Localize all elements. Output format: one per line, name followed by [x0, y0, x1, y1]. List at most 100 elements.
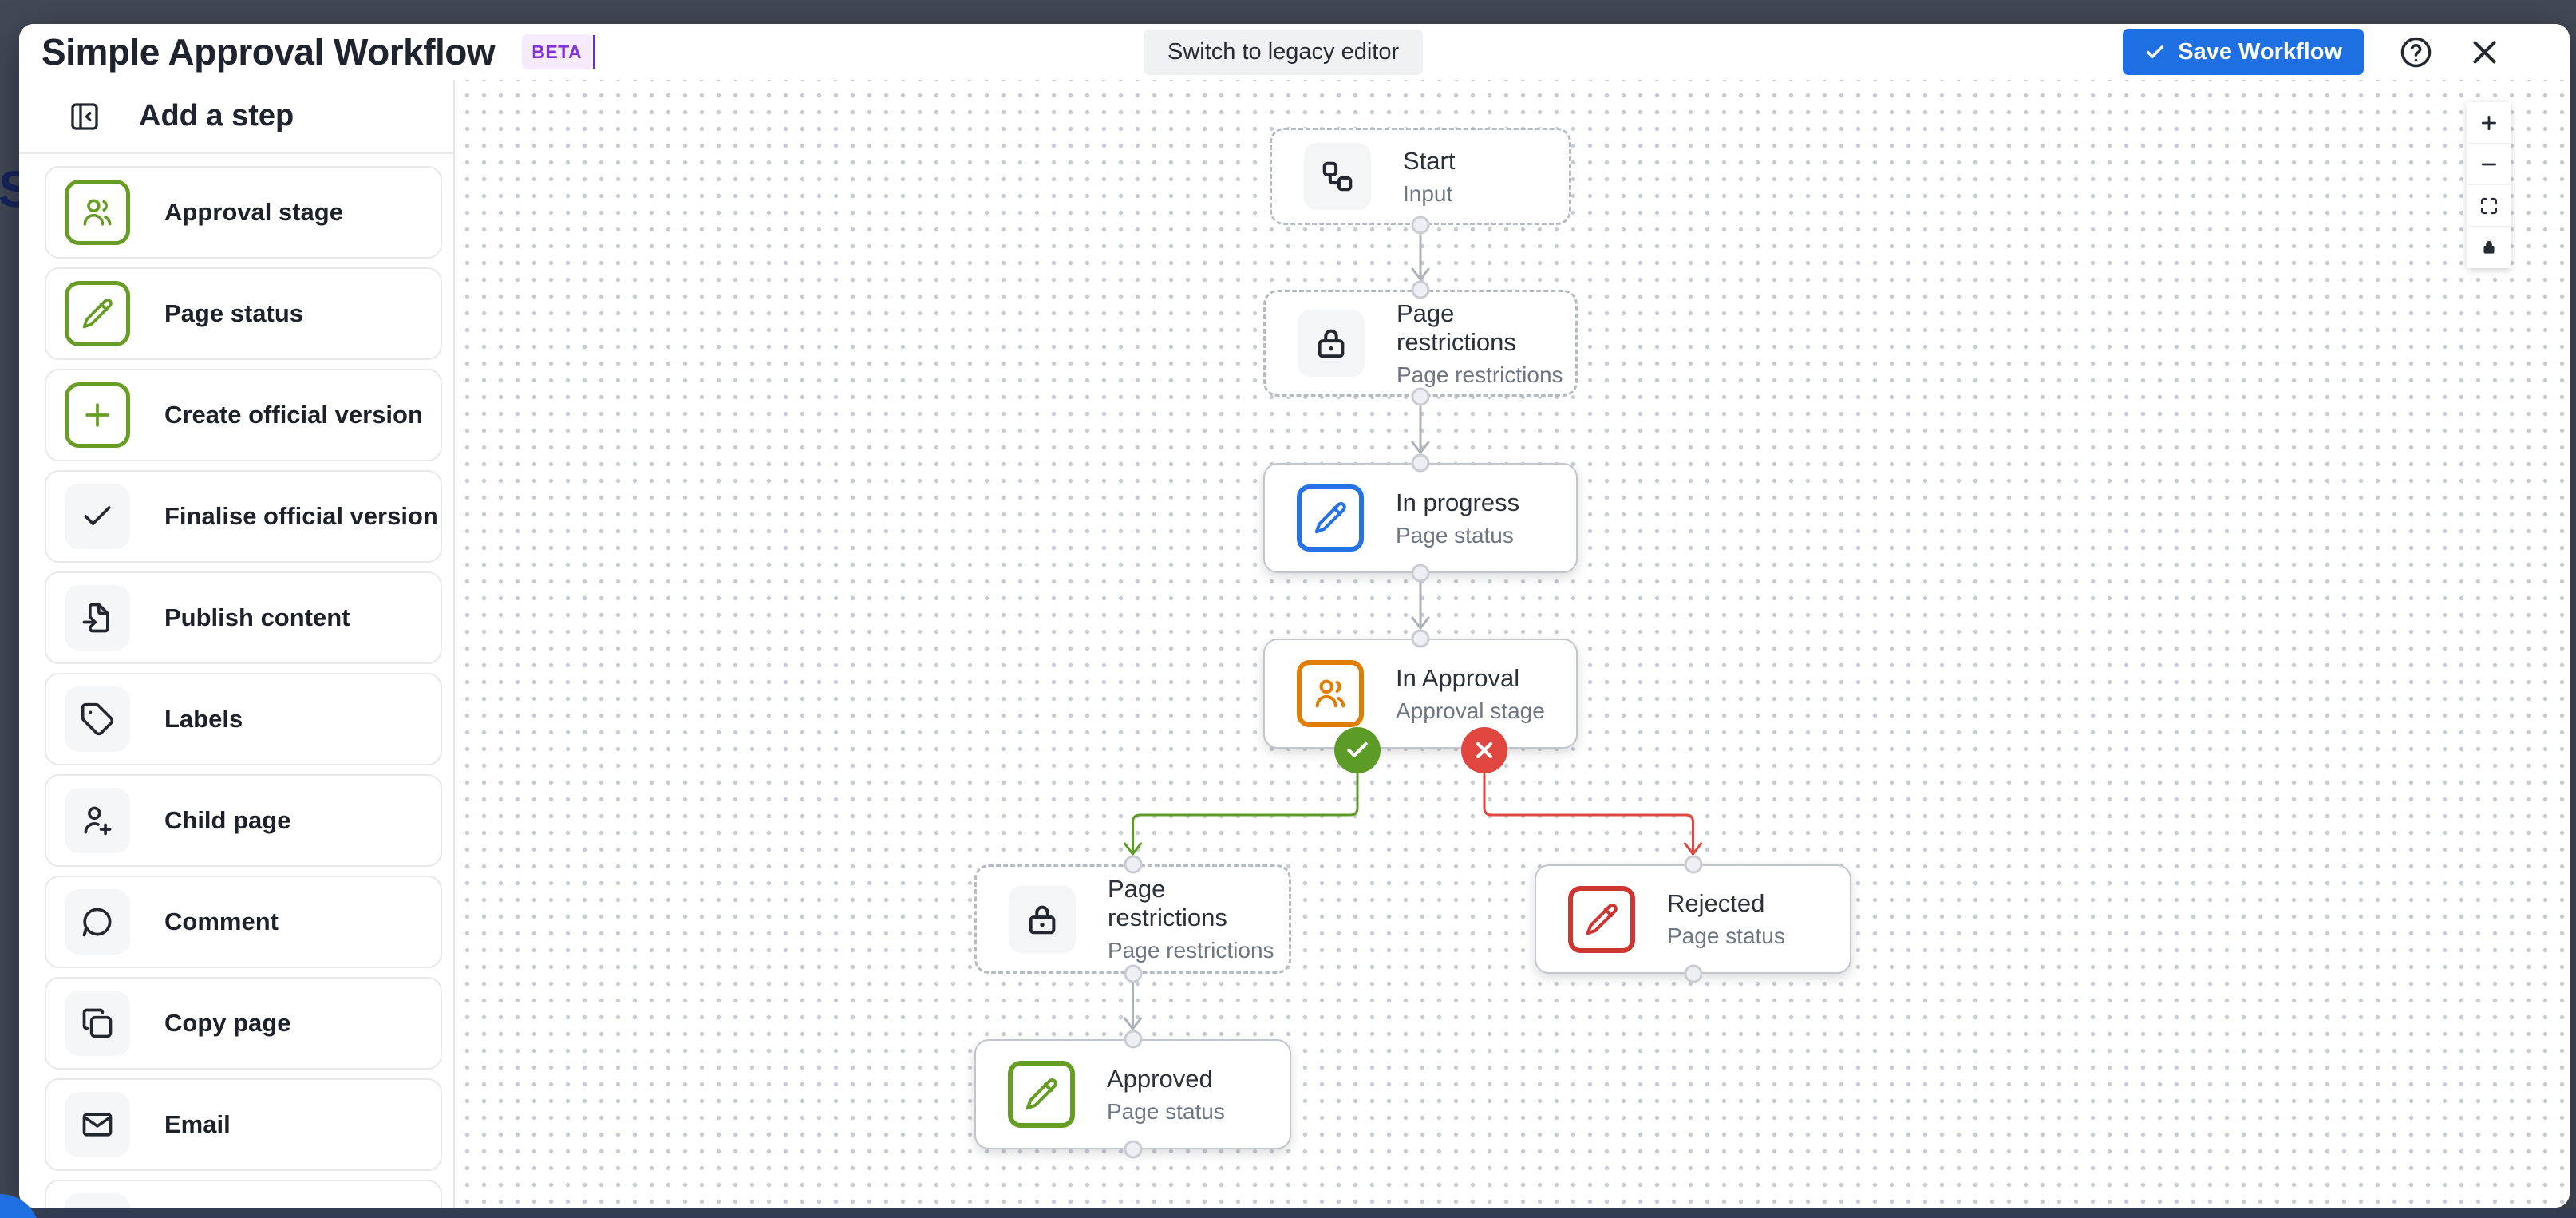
node-subtitle: Page status: [1667, 923, 1785, 948]
save-workflow-button[interactable]: Save Workflow: [2123, 29, 2364, 75]
sidebar-item-labels[interactable]: Labels: [45, 673, 442, 765]
approve-branch-badge[interactable]: [1334, 727, 1381, 773]
minus-icon: [2482, 163, 2496, 165]
zoom-out-button[interactable]: [2467, 144, 2511, 185]
connector-pr2-bottom[interactable]: [1124, 964, 1142, 983]
sidebar-item-comment[interactable]: Comment: [45, 876, 442, 968]
connector-pr1-bottom[interactable]: [1411, 387, 1430, 406]
sidebar-item-label: Finalise official version: [164, 502, 438, 530]
pencil-icon: [1568, 885, 1635, 953]
header-actions: Save Workflow: [2123, 24, 2501, 80]
pencil-icon: [1008, 1061, 1075, 1128]
connector-start-bottom[interactable]: [1411, 216, 1430, 235]
user-plus-icon: [84, 806, 112, 836]
node-subtitle: Page restrictions: [1108, 938, 1274, 963]
node-title: Approved: [1107, 1064, 1213, 1093]
help-circle-icon: [2400, 37, 2432, 67]
lock-button[interactable]: [2467, 227, 2511, 268]
connector-approved-top[interactable]: [1124, 1030, 1142, 1049]
fit-view-button[interactable]: [2467, 185, 2511, 227]
connector-rejected-bottom[interactable]: [1684, 964, 1702, 983]
users-icon: [1315, 679, 1345, 708]
panel-collapse-icon: [71, 102, 98, 130]
sidebar-item-label: Email: [164, 1110, 231, 1138]
connector-approved-bottom[interactable]: [1124, 1140, 1142, 1159]
users-icon: [65, 180, 130, 245]
sidebar-item-label: Copy page: [164, 1009, 291, 1037]
connector-inprogress-bottom[interactable]: [1411, 564, 1430, 583]
node-title: In Approval: [1396, 663, 1520, 692]
sidebar-item-label: Publish content: [164, 603, 350, 631]
lock-icon: [1298, 310, 1365, 377]
sidebar-item-email[interactable]: Email: [45, 1078, 442, 1171]
connector-inprogress-top[interactable]: [1411, 453, 1430, 473]
sidebar-item-label: Create official version: [164, 401, 423, 429]
mail-icon: [65, 1092, 130, 1157]
node-title: In progress: [1396, 488, 1520, 516]
node-subtitle: Page status: [1107, 1098, 1225, 1124]
sidebar-item-copy-page[interactable]: Copy page: [45, 977, 442, 1070]
x-icon: [1476, 741, 1493, 759]
switch-to-legacy-editor-button[interactable]: Switch to legacy editor: [1144, 30, 1424, 75]
editor-header: Simple Approval Workflow BETA Switch to …: [19, 24, 2570, 80]
pencil-icon: [1314, 502, 1346, 534]
beta-badge: BETA: [522, 34, 592, 69]
node-title: Page restrictions: [1108, 875, 1227, 931]
node-subtitle: Page restrictions: [1397, 362, 1563, 387]
plus-icon: [2482, 115, 2496, 130]
check-icon: [1347, 741, 1368, 757]
sidebar-item-label: Comment: [164, 908, 279, 935]
help-button[interactable]: [2399, 35, 2433, 69]
plus-icon: [65, 382, 130, 448]
publish-icon: [65, 585, 130, 651]
lock-filled-icon: [2483, 240, 2495, 254]
node-title: Start: [1403, 146, 1456, 175]
sidebar-item-page-status[interactable]: Page status: [45, 267, 442, 360]
zoom-in-button[interactable]: [2467, 102, 2511, 144]
close-button[interactable]: [2468, 36, 2501, 69]
plus-icon: [85, 403, 109, 427]
comment-icon: [65, 889, 130, 955]
tag-icon: [81, 702, 114, 736]
collapse-sidebar-button[interactable]: [69, 101, 101, 132]
workflow-title[interactable]: Simple Approval Workflow: [41, 31, 496, 73]
sidebar-item-label: Approval stage: [164, 198, 343, 226]
sidebar-item-finalise-official-version[interactable]: Finalise official version: [45, 470, 442, 563]
sidebar-item-create-official-version[interactable]: Create official version: [45, 369, 442, 461]
pencil-icon: [65, 281, 130, 346]
sidebar-item-child-page[interactable]: Child page: [45, 774, 442, 867]
sidebar-item-publish-content[interactable]: Publish content: [45, 571, 442, 664]
connector-pr1-top[interactable]: [1411, 280, 1430, 299]
pencil-icon: [82, 298, 113, 329]
sidebar-item-label: Child page: [164, 806, 291, 834]
user-plus-icon: [65, 788, 130, 853]
reject-branch-badge[interactable]: [1461, 727, 1507, 773]
pencil-icon: [1025, 1078, 1057, 1110]
workflow-edges: [1124, 233, 1702, 1030]
connector-rejected-top[interactable]: [1684, 855, 1702, 874]
sidebar-item-approval-stage[interactable]: Approval stage: [45, 166, 442, 259]
save-workflow-label: Save Workflow: [2178, 38, 2342, 65]
sidebar-item-partial[interactable]: [45, 1180, 442, 1208]
close-icon: [2473, 40, 2496, 64]
connector-inapproval-top[interactable]: [1411, 629, 1430, 648]
step-icon: [65, 1193, 130, 1208]
fit-view-icon: [2480, 197, 2498, 214]
node-subtitle: Page status: [1396, 522, 1514, 548]
connector-pr2-top[interactable]: [1124, 855, 1142, 874]
comment-icon: [82, 908, 112, 937]
